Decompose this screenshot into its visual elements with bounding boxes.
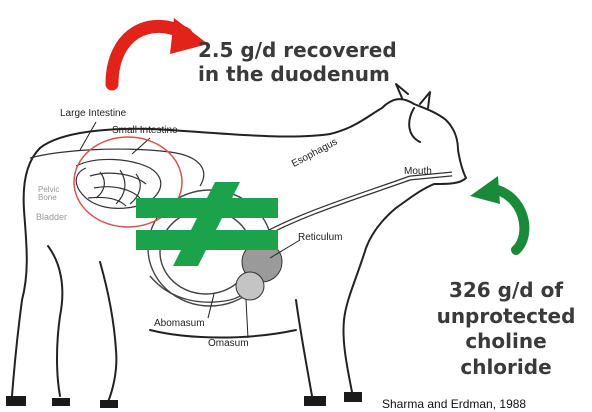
label-abomasum: Abomasum	[154, 318, 205, 329]
label-omasum: Omasum	[208, 338, 249, 349]
callout-line: 2.5 g/d recovered	[198, 38, 397, 62]
green-curved-arrow-icon	[470, 176, 524, 250]
duodenum-recovery-callout: 2.5 g/d recovered in the duodenum	[198, 38, 397, 86]
callout-line: 326 g/d of	[420, 278, 592, 304]
callout-line: choline chloride	[420, 329, 592, 380]
callout-line: in the duodenum	[198, 62, 397, 86]
red-curved-arrow-icon	[112, 18, 208, 84]
esophagus-tube	[258, 174, 452, 238]
esophagus-tube-inner	[258, 174, 452, 238]
label-small-intestine: Small Intestine	[112, 125, 178, 136]
callout-line: unprotected	[420, 304, 592, 330]
label-large-intestine: Large Intestine	[60, 108, 126, 119]
choline-intake-callout: 326 g/d of unprotected choline chloride	[420, 278, 592, 380]
label-pelvic-bone: Pelvic Bone	[38, 186, 62, 203]
citation: Sharma and Erdman, 1988	[382, 397, 526, 411]
label-reticulum: Reticulum	[298, 232, 342, 243]
label-mouth: Mouth	[404, 166, 432, 177]
label-bladder: Bladder	[36, 212, 67, 222]
reticulum-omasum	[236, 242, 282, 300]
